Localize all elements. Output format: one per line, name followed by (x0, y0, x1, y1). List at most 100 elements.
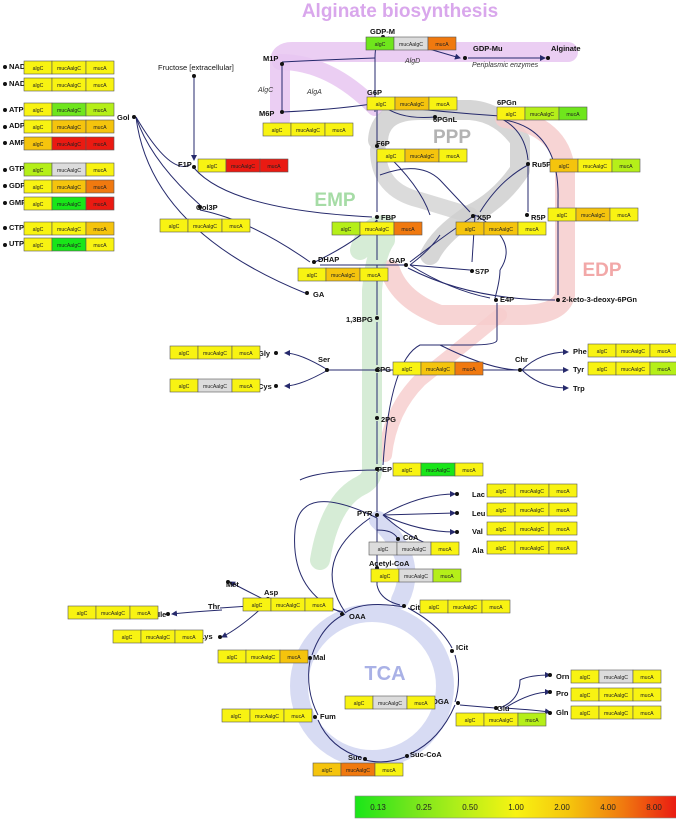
heat-cell-label: mucAalgC (331, 273, 355, 279)
heat-cell (174, 629, 204, 644)
heat-cell-label: mucAalgC (520, 489, 544, 495)
heat-cell (548, 502, 578, 517)
heat-cell (454, 462, 484, 477)
metabolite-dot (546, 56, 550, 60)
heat-cell-label: algC (207, 164, 218, 170)
heat-cell-label: algC (496, 489, 507, 495)
heat-cell-label: mucA (435, 42, 449, 48)
met-icit: ICit (456, 643, 469, 652)
met-chr: Chr (515, 355, 528, 364)
heat-cell (85, 221, 115, 236)
heat-cell-label: algC (580, 675, 591, 681)
heat-cell-label: mucA (566, 112, 580, 118)
heat-cell (517, 221, 547, 236)
heat-cell (558, 106, 588, 121)
heat-cell-label: mucAalgC (426, 468, 450, 474)
title: Alginate biosynthesis (302, 1, 498, 22)
met-13bpg: 1,3BPG (346, 315, 373, 324)
heat-cell (359, 267, 389, 282)
metabolite-dot (548, 673, 552, 677)
metabolite-dot (3, 184, 7, 188)
heat-cell-label: mucA (93, 202, 107, 208)
heat-cell (430, 541, 460, 556)
heat-cell-label: mucA (93, 108, 107, 114)
heat-cell (649, 343, 676, 358)
heat-cell-label: mucA (137, 611, 151, 617)
met-phe: Phe (573, 347, 587, 356)
heat-cell-label: algC (33, 83, 44, 89)
heat-cell-label: algC (33, 108, 44, 114)
metabolite-dot (280, 110, 284, 114)
legend-value: 0.13 (370, 803, 386, 812)
heat-cell-label: mucAalgC (251, 655, 275, 661)
heat-cell-label: mucAalgC (57, 83, 81, 89)
heat-cell-label: algC (307, 273, 318, 279)
heat-cell-label: mucA (640, 711, 654, 717)
metabolite-dot (3, 226, 7, 230)
metabolite-dot (375, 368, 379, 372)
met-fum: Fum (320, 712, 336, 721)
metabolite-dot (455, 530, 459, 534)
heat-cell-label: mucA (93, 227, 107, 233)
metabolite-dot (132, 115, 136, 119)
metabolite-dot (3, 243, 7, 247)
heat-cell-label: mucAalgC (203, 384, 227, 390)
heat-cell (427, 36, 457, 51)
nuc-nad: NAD (9, 62, 26, 71)
metabolite-dot (402, 604, 406, 608)
metabolite-dot (3, 125, 7, 129)
heat-cell-label: mucAalgC (193, 224, 217, 230)
heat-cell-label: algC (496, 546, 507, 552)
metabolite-dot (548, 711, 552, 715)
heat-cell (481, 599, 511, 614)
heat-cell-label: mucAalgC (410, 154, 434, 160)
nuc-utp: UTP (9, 239, 24, 248)
met-tyr: Tyr (573, 365, 584, 374)
region-emp: EMP (314, 190, 356, 211)
met-glu: Glu (497, 704, 510, 713)
heat-cell (221, 218, 251, 233)
heat-cell-label: algC (33, 185, 44, 191)
heat-cell-label: algC (597, 349, 608, 355)
heat-cell-label: mucAalgC (604, 675, 628, 681)
heat-cell (283, 708, 313, 723)
metabolite-labels: GDP-M GDP-Mu Alginate M1P M6P Fructose [… (117, 27, 637, 762)
heat-cell-label: mucA (332, 128, 346, 134)
met-asp: Asp (264, 588, 279, 597)
heat-cell-label: algC (580, 693, 591, 699)
metabolite-dot (3, 201, 7, 205)
met-gol: Gol (117, 113, 130, 122)
heat-cell (438, 148, 468, 163)
heat-cell-label: algC (402, 367, 413, 373)
heat-cell-label: mucA (619, 164, 633, 170)
tca-band (369, 511, 416, 609)
heat-cell-label: mucA (239, 384, 253, 390)
met-gln: Gln (556, 708, 569, 717)
region-edp: EDP (582, 260, 621, 281)
metabolite-dot (226, 580, 230, 584)
met-2pg: 2PG (381, 415, 396, 424)
met-thr: Thr (208, 602, 220, 611)
enzyme-algd: AlgD (404, 58, 420, 65)
heat-cell-label: mucAalgC (404, 574, 428, 580)
heat-cell-label: mucAalgC (346, 768, 370, 774)
met-g6p: G6P (367, 88, 382, 97)
heat-cell (85, 60, 115, 75)
